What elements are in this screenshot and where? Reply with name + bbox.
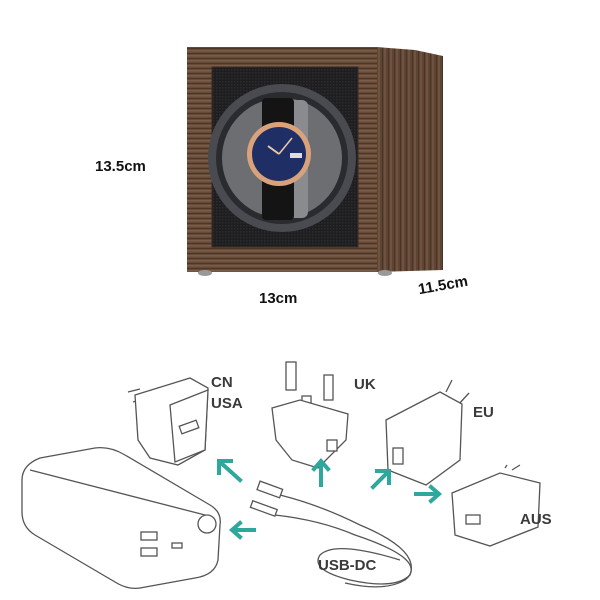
plug-label-cn: CN xyxy=(211,374,233,391)
plug-label-usa: USA xyxy=(211,395,243,412)
plug-label-uk: UK xyxy=(354,376,376,393)
watch-winder-box xyxy=(187,47,443,276)
accessories-diagram xyxy=(21,361,541,590)
height-dimension-label: 13.5cm xyxy=(95,158,146,175)
plug-label-aus: AUS xyxy=(520,511,552,528)
arrows xyxy=(217,457,443,540)
arrow-icon xyxy=(311,457,331,487)
plug-uk-icon xyxy=(271,361,349,469)
width-dimension-label: 13cm xyxy=(259,290,298,307)
plug-aus-icon xyxy=(451,464,541,547)
power-bank-icon xyxy=(21,447,221,590)
box-side xyxy=(377,47,443,272)
arrow-icon xyxy=(217,459,243,483)
foot xyxy=(198,270,212,276)
plug-label-eu: EU xyxy=(473,404,494,421)
cable-label: USB-DC xyxy=(318,557,377,574)
usb-dc-cable-icon xyxy=(249,480,412,588)
plug-cn-usa-icon xyxy=(127,377,209,466)
arrow-icon xyxy=(414,484,443,504)
foot xyxy=(378,270,392,276)
arrow-icon xyxy=(370,469,391,490)
plug-eu-icon xyxy=(385,379,470,486)
plug-label-cn-usa: CN USA xyxy=(211,372,243,414)
arrow-icon xyxy=(228,520,256,540)
